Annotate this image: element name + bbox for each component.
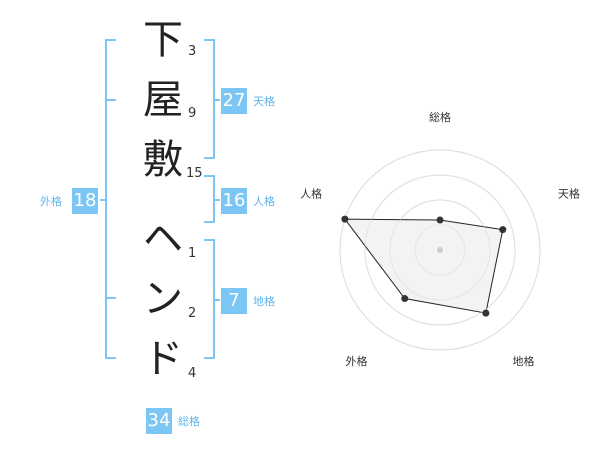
radar-point-2 (499, 226, 507, 234)
radar-axis-label-4: 外格 (346, 354, 368, 368)
stroke-count-4: 1 (188, 246, 197, 261)
chikaku-label: 地格 (253, 295, 275, 308)
radar-ring-overlay-4 (339, 149, 541, 351)
radar-point-3 (482, 309, 490, 317)
stroke-count-3: 15 (186, 166, 203, 181)
tenkaku-value: 27 (221, 88, 247, 114)
radar-axis-label-2: 天格 (558, 186, 580, 200)
radar-ring-overlay-3 (364, 174, 516, 326)
stroke-count-5: 2 (188, 306, 197, 321)
name-char-1: 下 (143, 17, 183, 63)
tenkaku-label: 天格 (253, 95, 275, 108)
soukaku-value: 34 (146, 408, 172, 434)
radar-series-polygon (343, 218, 504, 314)
gaikaku-value: 18 (72, 188, 98, 214)
radar-point-1 (436, 216, 444, 224)
radar-point-5 (341, 215, 349, 223)
stroke-count-1: 3 (188, 44, 197, 59)
radar-axis-label-3: 地格 (512, 354, 534, 368)
radar-axis-label-1: 総格 (429, 110, 451, 124)
radar-axis-label-5: 人格 (300, 186, 322, 200)
name-char-4: ヘ (143, 216, 183, 262)
stroke-count-6: 4 (188, 366, 197, 381)
jinkaku-value: 16 (221, 188, 247, 214)
radar-point-4 (401, 295, 409, 303)
soukaku-label: 総格 (178, 415, 200, 428)
jinkaku-label: 人格 (253, 195, 275, 208)
radar-center-dot (437, 247, 443, 253)
name-char-5: ン (143, 276, 183, 322)
radar-ring-overlay-2 (389, 199, 491, 301)
gaikaku-label: 外格 (40, 195, 62, 208)
radar-ring-overlay-1 (414, 224, 466, 276)
chikaku-value: 7 (221, 288, 247, 314)
name-char-3: 敷 (143, 137, 183, 183)
stroke-count-2: 9 (188, 106, 197, 121)
name-char-6: ド (143, 336, 183, 382)
name-char-2: 屋 (143, 77, 183, 123)
